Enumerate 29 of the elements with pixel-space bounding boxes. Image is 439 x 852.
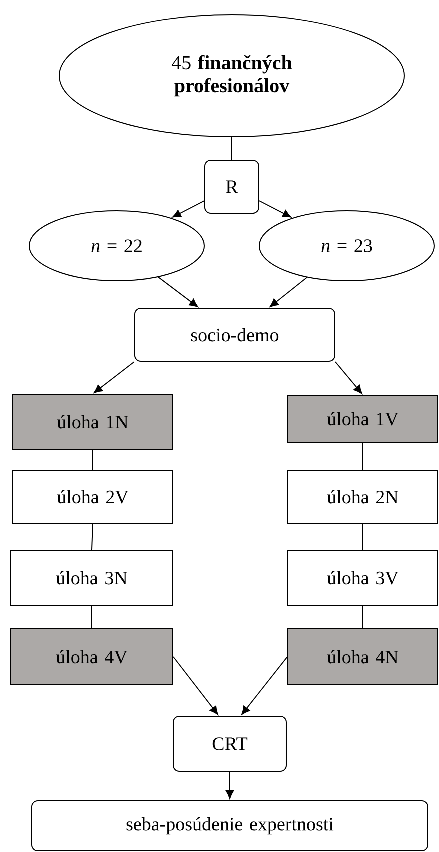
process-box: seba-posúdenie expertnosti [32, 800, 428, 852]
task-box: úloha 4N [288, 628, 438, 686]
ellipse-node: n = 23 [259, 210, 435, 282]
process-box: R [204, 160, 260, 214]
arrow [94, 362, 135, 394]
task-box: úloha 1V [288, 395, 438, 443]
connector-line [362, 606, 364, 629]
arrow [173, 656, 218, 716]
process-box: CRT [173, 716, 287, 772]
arrow [172, 200, 205, 218]
task-box: úloha 1N [12, 394, 174, 450]
task-box: úloha 2V [12, 470, 174, 524]
connector-line [92, 524, 94, 550]
ellipse-node: n = 22 [29, 210, 205, 282]
task-box: úloha 3N [10, 550, 174, 606]
arrow [226, 772, 234, 800]
task-box: úloha 4V [10, 628, 174, 686]
task-box: úloha 2N [288, 470, 438, 524]
connector-line [362, 442, 364, 470]
arrow [335, 362, 362, 394]
arrow [242, 656, 288, 716]
task-box: úloha 3V [288, 550, 438, 606]
process-box: socio-demo [134, 308, 336, 362]
connector-line [92, 450, 94, 470]
connector-line [362, 524, 364, 550]
arrow [158, 276, 198, 308]
ellipse-node: 45 finančných profesionálov [59, 14, 405, 138]
arrow [259, 200, 292, 218]
arrow [270, 277, 308, 308]
